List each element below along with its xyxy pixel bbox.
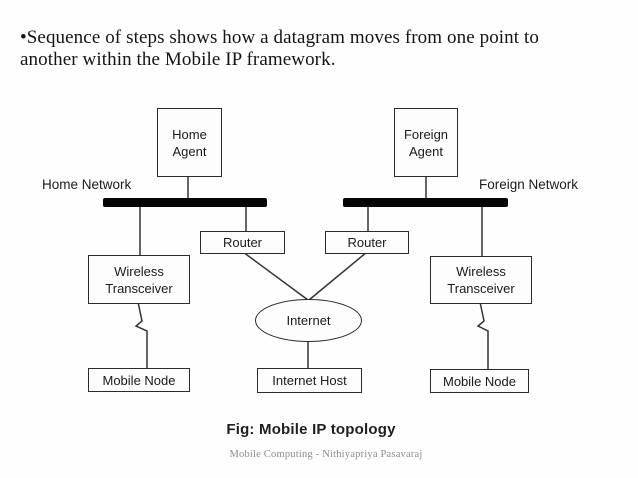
internet-host-node: Internet Host [257,368,362,393]
figure-caption: Fig: Mobile IP topology [226,421,396,438]
wire-right-router-to-internet [308,251,368,301]
mobile-node-right-node: Mobile Node [430,369,529,393]
lightning-bolt-right-icon [476,301,489,370]
slide-title-line-2: another within the Mobile IP framework. [20,49,336,70]
home-network-label: Home Network [42,177,132,192]
router-right-node: Router [325,231,409,254]
wireless-transceiver-right-node: Wireless Transceiver [430,256,532,304]
slide-title: •Sequence of steps shows how a datagram … [20,27,620,71]
router-left-node: Router [200,231,285,254]
slide-title-line-1: •Sequence of steps shows how a datagram … [20,27,539,48]
foreign-agent-node: Foreign Agent [394,108,458,177]
mobile-node-left-node: Mobile Node [88,368,190,392]
wireless-transceiver-left-node: Wireless Transceiver [88,255,190,304]
foreign-network-bus [343,198,508,207]
footer-credit: Mobile Computing - Nithiyapriya Pasavara… [229,449,423,460]
home-agent-node: Home Agent [157,108,222,177]
lightning-bolt-left-icon [134,301,148,369]
foreign-network-label: Foreign Network [479,177,579,192]
home-network-bus [103,198,267,207]
internet-node: Internet [255,299,362,342]
wire-left-router-to-internet [242,251,309,301]
